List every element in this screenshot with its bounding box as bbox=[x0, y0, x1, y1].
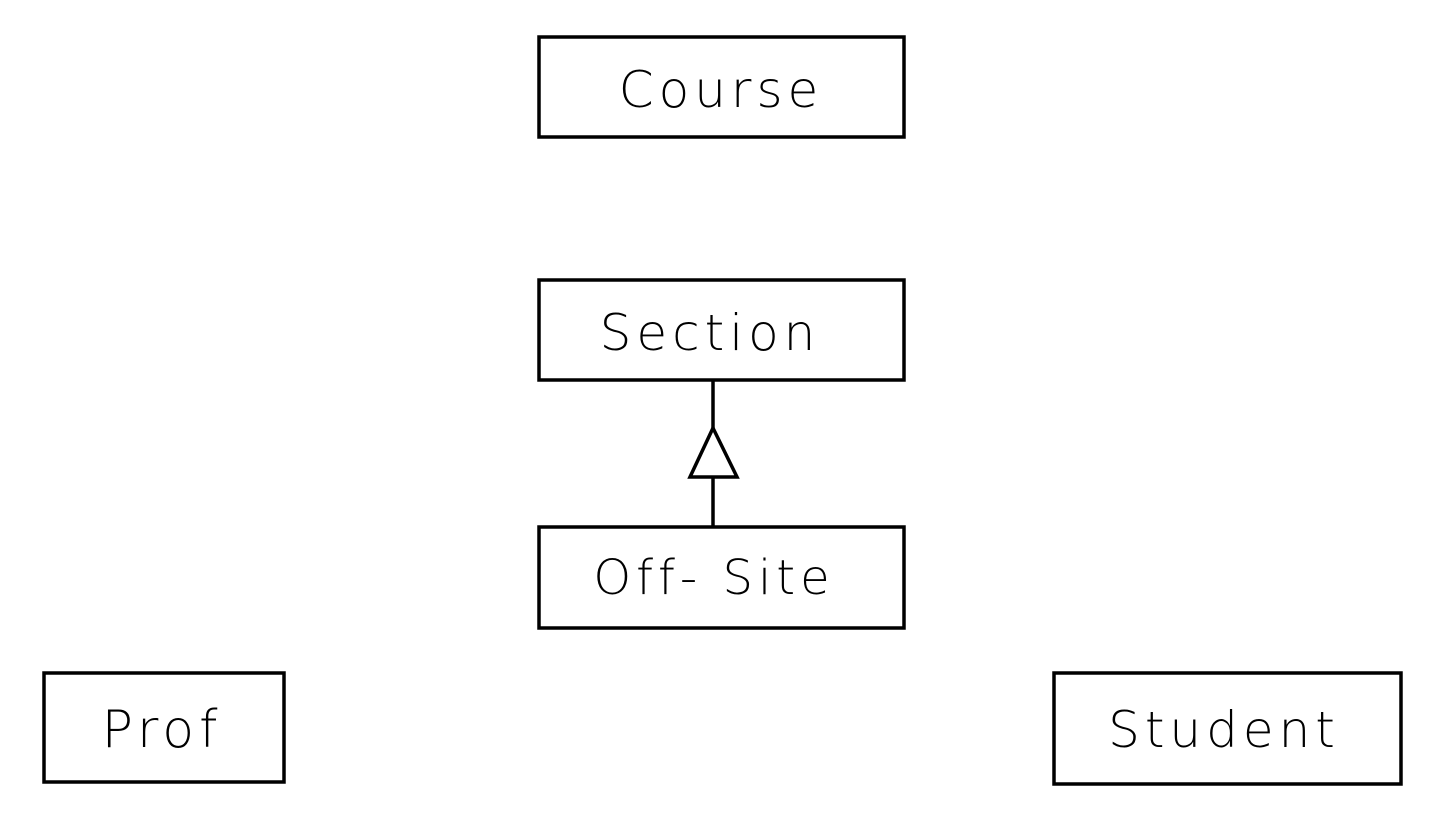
class-box-student[interactable]: Student bbox=[1052, 671, 1403, 786]
class-label-prof: Prof bbox=[102, 700, 223, 760]
generalization-triangle-icon bbox=[687, 423, 740, 479]
class-label-section: Section bbox=[600, 304, 821, 362]
class-box-course[interactable]: Course bbox=[537, 35, 906, 139]
generalization-arrow bbox=[687, 380, 740, 527]
class-box-prof[interactable]: Prof bbox=[42, 671, 286, 784]
class-box-offsite[interactable]: Off- Site bbox=[537, 525, 906, 630]
class-label-course: Course bbox=[619, 61, 824, 119]
class-label-student: Student bbox=[1108, 701, 1340, 759]
class-box-section[interactable]: Section bbox=[537, 278, 906, 382]
class-label-offsite: Off- Site bbox=[593, 550, 834, 606]
